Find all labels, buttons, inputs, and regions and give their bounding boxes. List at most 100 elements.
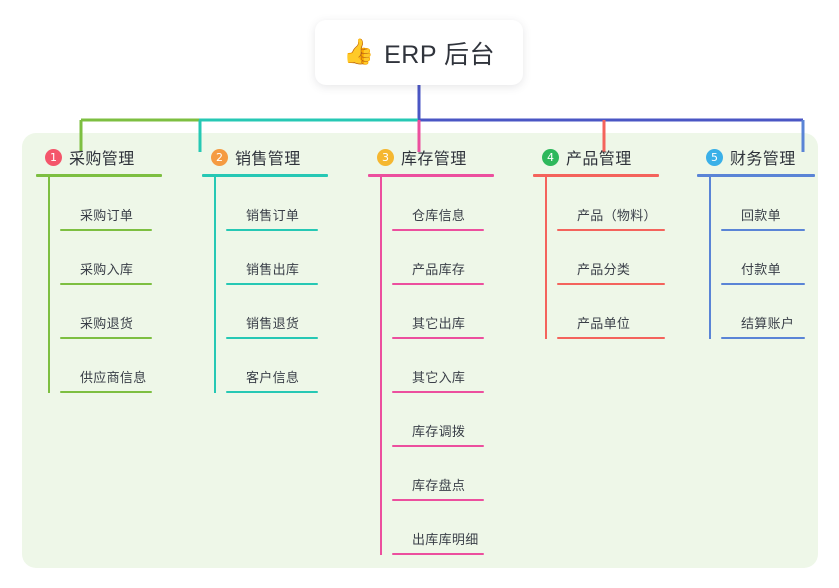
branch-node-underline [226, 283, 318, 285]
branch-node-underline [60, 229, 152, 231]
branch-title: 财务管理 [730, 151, 796, 168]
branch-node[interactable]: 采购订单 [60, 177, 186, 231]
branch-items: 采购订单采购入库采购退货供应商信息 [36, 177, 186, 393]
branch-node[interactable]: 其它出库 [392, 285, 518, 339]
branch-spine [709, 177, 711, 339]
branch-node-label: 其它入库 [412, 370, 466, 385]
branch-node[interactable]: 采购入库 [60, 231, 186, 285]
branch-node[interactable]: 客户信息 [226, 339, 352, 393]
branch-node-label: 其它出库 [412, 316, 466, 331]
branch-header-rule [36, 174, 162, 177]
branch-items: 销售订单销售出库销售退货客户信息 [202, 177, 352, 393]
branch-header-2[interactable]: 2 销售管理 [202, 145, 352, 169]
branch-column-4: 4 产品管理产品（物料） 产品分类产品单位 [533, 145, 683, 339]
branch-node-label: 结算账户 [741, 316, 795, 331]
branch-node[interactable]: 产品（物料） [557, 177, 683, 231]
branch-badge-icon: 5 [706, 148, 723, 166]
branch-node-underline [392, 499, 484, 501]
branch-node[interactable]: 产品单位 [557, 285, 683, 339]
branch-header-5[interactable]: 5 财务管理 [697, 145, 837, 169]
branch-node-underline [60, 337, 152, 339]
branch-node[interactable]: 销售退货 [226, 285, 352, 339]
branch-node-label: 出库库明细 [412, 532, 479, 547]
branch-node-underline [60, 283, 152, 285]
branch-items: 仓库信息产品库存其它出库其它入库库存调拨库存盘点出库库明细 [368, 177, 518, 555]
branch-node[interactable]: 产品分类 [557, 231, 683, 285]
branch-node-underline [392, 337, 484, 339]
branch-node-underline [557, 229, 665, 231]
branch-node[interactable]: 销售出库 [226, 231, 352, 285]
branch-node-underline [392, 391, 484, 393]
branch-header-4[interactable]: 4 产品管理 [533, 145, 683, 169]
diagram-background-panel [22, 133, 818, 568]
branch-spine [380, 177, 382, 555]
branch-header-3[interactable]: 3 库存管理 [368, 145, 518, 169]
branch-header-rule [533, 174, 659, 177]
branch-node-label: 回款单 [741, 208, 781, 223]
branch-node-label: 供应商信息 [80, 370, 147, 385]
branch-column-1: 1 采购管理采购订单采购入库采购退货供应商信息 [36, 145, 186, 393]
branch-node[interactable]: 其它入库 [392, 339, 518, 393]
thumbs-up-icon: 👍 [342, 38, 375, 66]
branch-node[interactable]: 回款单 [721, 177, 837, 231]
branch-node-label: 产品分类 [577, 262, 631, 277]
branch-node[interactable]: 产品库存 [392, 231, 518, 285]
branch-badge-icon: 4 [542, 148, 559, 166]
branch-badge-icon: 3 [377, 148, 394, 166]
branch-node-underline [60, 391, 152, 393]
branch-node[interactable]: 库存调拨 [392, 393, 518, 447]
branch-column-5: 5 财务管理回款单付款单结算账户 [697, 145, 837, 339]
root-node-title: ERP 后台 [384, 40, 496, 69]
branch-header-rule [697, 174, 815, 177]
branch-title: 库存管理 [401, 151, 467, 168]
branch-title: 采购管理 [69, 151, 135, 168]
branch-node-underline [721, 337, 805, 339]
branch-spine [214, 177, 216, 393]
branch-header-1[interactable]: 1 采购管理 [36, 145, 186, 169]
branch-node-underline [226, 337, 318, 339]
branch-node-label: 客户信息 [246, 370, 300, 385]
branch-node[interactable]: 结算账户 [721, 285, 837, 339]
branch-node-label: 销售订单 [246, 208, 300, 223]
branch-node-underline [226, 229, 318, 231]
branch-node-label: 销售退货 [246, 316, 300, 331]
branch-column-3: 3 库存管理仓库信息产品库存其它出库其它入库库存调拨库存盘点出库库明细 [368, 145, 518, 555]
branch-node[interactable]: 库存盘点 [392, 447, 518, 501]
branch-title: 销售管理 [235, 151, 301, 168]
branch-columns: 1 采购管理采购订单采购入库采购退货供应商信息 2 销售管理销售订单销售出库销售退货客… [22, 133, 818, 568]
branch-node-underline [392, 229, 484, 231]
branch-node-underline [557, 337, 665, 339]
branch-header-rule [202, 174, 328, 177]
branch-node[interactable]: 出库库明细 [392, 501, 518, 555]
branch-node-label: 付款单 [741, 262, 781, 277]
branch-badge-icon: 1 [45, 148, 62, 166]
branch-column-2: 2 销售管理销售订单销售出库销售退货客户信息 [202, 145, 352, 393]
branch-spine [48, 177, 50, 393]
branch-node-underline [392, 283, 484, 285]
branch-node-underline [557, 283, 665, 285]
branch-node[interactable]: 销售订单 [226, 177, 352, 231]
branch-spine [545, 177, 547, 339]
branch-node-underline [392, 445, 484, 447]
branch-badge-icon: 2 [211, 148, 228, 166]
branch-node-underline [721, 229, 805, 231]
branch-node-label: 产品单位 [577, 316, 631, 331]
branch-header-rule [368, 174, 494, 177]
branch-node-label: 采购退货 [80, 316, 134, 331]
branch-node-underline [721, 283, 805, 285]
branch-node-label: 采购订单 [80, 208, 134, 223]
branch-node-underline [392, 553, 484, 555]
branch-node-label: 库存盘点 [412, 478, 466, 493]
branch-node-label: 销售出库 [246, 262, 300, 277]
branch-node[interactable]: 采购退货 [60, 285, 186, 339]
branch-node[interactable]: 仓库信息 [392, 177, 518, 231]
root-node[interactable]: 👍 ERP 后台 [315, 20, 523, 85]
branch-node-label: 产品（物料） [577, 208, 657, 223]
branch-title: 产品管理 [566, 151, 632, 168]
branch-node[interactable]: 付款单 [721, 231, 837, 285]
branch-node[interactable]: 供应商信息 [60, 339, 186, 393]
branch-node-label: 产品库存 [412, 262, 466, 277]
branch-items: 回款单付款单结算账户 [697, 177, 837, 339]
branch-node-label: 采购入库 [80, 262, 134, 277]
